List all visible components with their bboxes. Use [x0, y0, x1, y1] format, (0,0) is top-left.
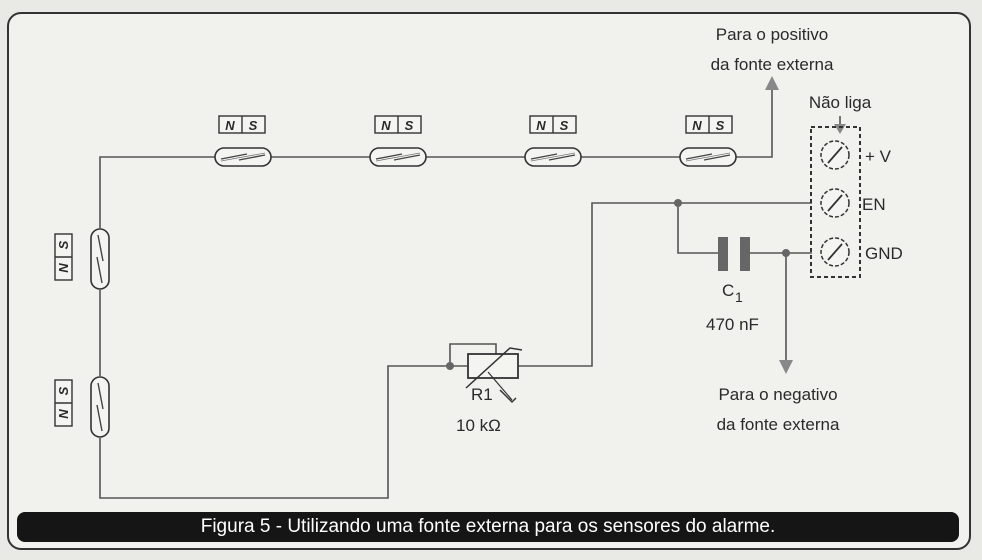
svg-text:N: N [692, 118, 702, 133]
ns-label-4: N S [685, 115, 733, 134]
figure-caption: Figura 5 - Utilizando uma fonte externa … [200, 516, 776, 537]
not-connected-label: Não liga [809, 93, 872, 112]
terminal-label-en: EN [862, 195, 886, 214]
capacitor-subscript: 1 [735, 289, 743, 305]
nao-liga-arrow [834, 124, 846, 134]
junction-dot [674, 199, 682, 207]
reed-switch-2 [369, 147, 427, 167]
reed-switch-6 [90, 376, 110, 438]
svg-text:N: N [56, 263, 71, 273]
positive-label-line2: da fonte externa [711, 55, 834, 74]
svg-text:N: N [225, 118, 235, 133]
terminal-block [810, 126, 861, 278]
negative-label-line2: da fonte externa [717, 415, 840, 434]
resistor-name: R1 [471, 385, 493, 404]
terminal-label-v: + V [865, 147, 892, 166]
svg-text:S: S [716, 118, 725, 133]
figure-caption-bar: Figura 5 - Utilizando uma fonte externa … [17, 512, 959, 542]
svg-text:S: S [560, 118, 569, 133]
terminal-label-gnd: GND [865, 244, 903, 263]
reed-switch-4 [679, 147, 737, 167]
ns-label-6: N S [54, 379, 73, 427]
capacitor-value: 470 nF [706, 315, 759, 334]
svg-text:S: S [405, 118, 414, 133]
figure-frame [7, 12, 971, 550]
ns-label-5: N S [54, 233, 73, 281]
reed-switch-5 [90, 228, 110, 290]
svg-text:S: S [56, 386, 71, 395]
screw-terminal-v [820, 140, 850, 170]
screw-terminal-en [820, 188, 850, 218]
svg-text:S: S [249, 118, 258, 133]
capacitor-c1 [718, 237, 750, 271]
negative-label-line1: Para o negativo [718, 385, 837, 404]
ns-label-1: N S [218, 115, 266, 134]
reed-switch-1 [214, 147, 272, 167]
svg-text:N: N [56, 409, 71, 419]
junction-dot [782, 249, 790, 257]
ns-label-2: N S [374, 115, 422, 134]
svg-text:N: N [536, 118, 546, 133]
negative-arrow [779, 360, 793, 374]
junction-dot [446, 362, 454, 370]
svg-text:N: N [381, 118, 391, 133]
reed-switch-3 [524, 147, 582, 167]
positive-arrow [765, 76, 779, 90]
svg-text:S: S [56, 240, 71, 249]
ns-label-3: N S [529, 115, 577, 134]
resistor-r1 [465, 347, 523, 404]
screw-terminal-gnd [820, 237, 850, 267]
positive-label-line1: Para o positivo [716, 25, 828, 44]
resistor-value: 10 kΩ [456, 416, 501, 435]
wires [99, 86, 841, 499]
capacitor-name: C [722, 281, 734, 300]
